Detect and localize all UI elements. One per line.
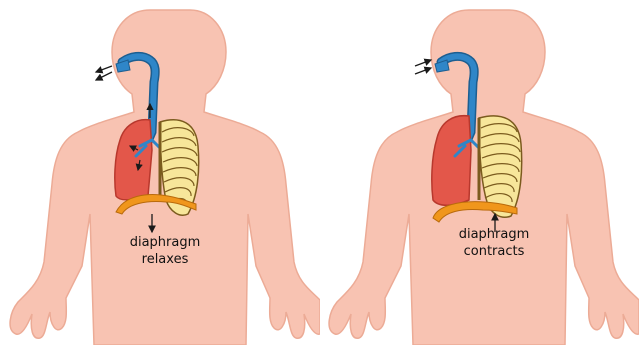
inhale-diagram	[319, 0, 639, 345]
caption-line-2: relaxes	[120, 251, 210, 268]
inhale-panel: diaphragm contracts	[319, 0, 639, 345]
caption-line-2: contracts	[449, 243, 539, 260]
airflow-out-arrows	[96, 66, 112, 80]
diaphragm-caption: diaphragm relaxes	[120, 234, 210, 268]
exhale-panel: diaphragm relaxes	[0, 0, 320, 345]
caption-line-1: diaphragm	[449, 226, 539, 243]
exhale-diagram	[0, 0, 320, 345]
caption-line-1: diaphragm	[120, 234, 210, 251]
airflow-in-arrows	[415, 60, 431, 74]
diaphragm-caption: diaphragm contracts	[449, 226, 539, 260]
